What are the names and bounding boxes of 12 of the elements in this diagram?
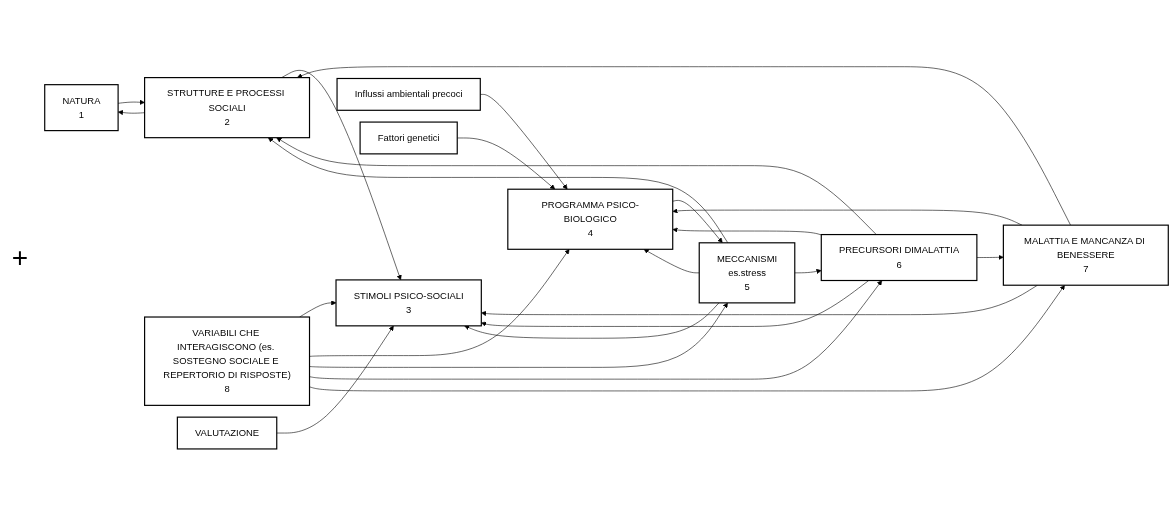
- node-box: STIMOLI PSICO-SOCIALI 3: [335, 279, 482, 327]
- node-box: STRUTTURE E PROCESSI SOCIALI 2: [144, 77, 311, 139]
- node-box: NATURA 1: [44, 84, 119, 132]
- node-box: Fattori genetici: [359, 121, 458, 155]
- node-box: VALUTAZIONE: [176, 416, 278, 450]
- node-box: Influssi ambientali precoci: [336, 78, 481, 112]
- plus-sign: +: [10, 242, 30, 274]
- node-box: PRECURSORI DIMALATTIA 6: [820, 234, 978, 282]
- node-box: VARIABILI CHE INTERAGISCONO (es. SOSTEGNO SOCIALE E REPERTORIO DI RISPOSTE) 8: [144, 316, 311, 407]
- node-box: MECCANISMI es.stress 5: [698, 242, 796, 304]
- node-box: MALATTIA E MANCANZA DI BENESSERE 7: [1002, 224, 1169, 286]
- node-box: PROGRAMMA PSICO-BIOLOGICO 4: [507, 188, 674, 251]
